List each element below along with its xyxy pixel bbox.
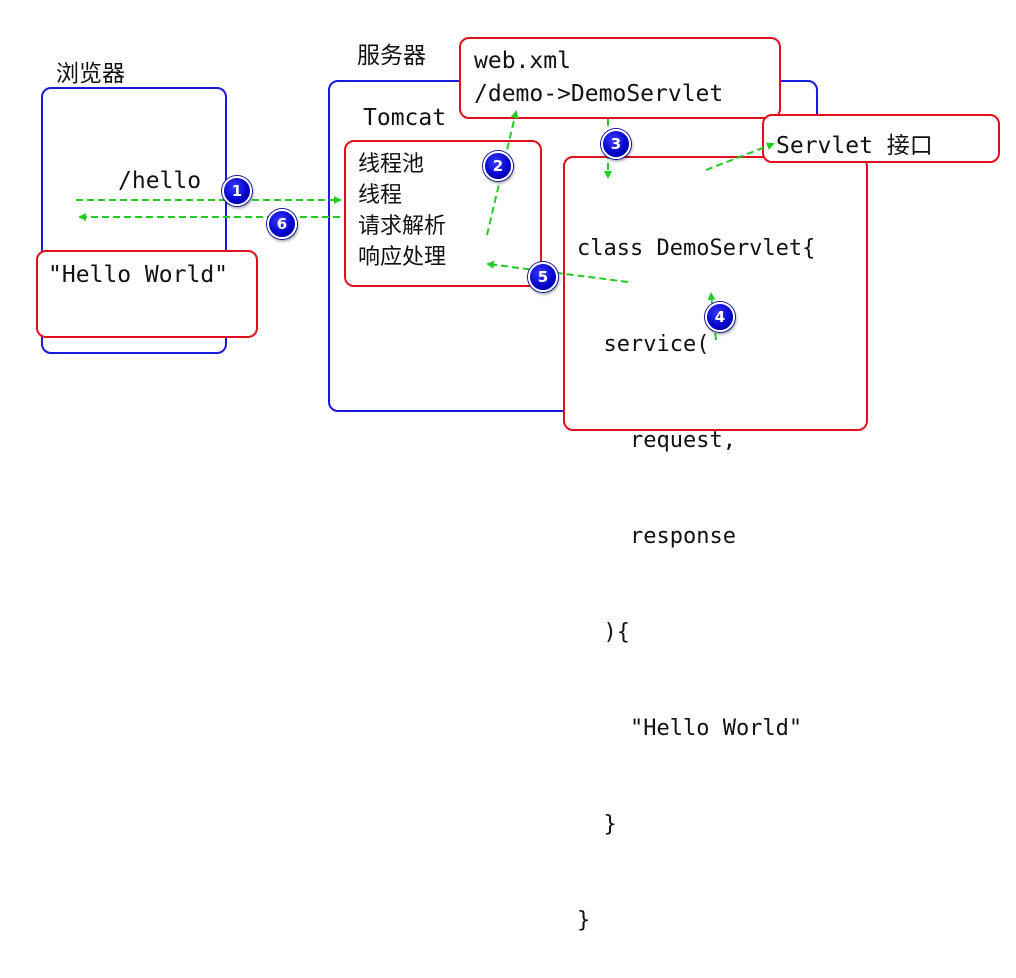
request-path-label: /hello: [118, 168, 202, 194]
arrow-return-to-tomcat: [486, 260, 629, 283]
code-line: request,: [577, 428, 736, 453]
code-line: }: [577, 908, 591, 933]
step-6-badge: 6: [267, 209, 297, 239]
tomcat-item-response-handle: 响应处理: [358, 245, 447, 270]
webxml-filename: web.xml: [474, 48, 571, 74]
step-5-badge: 5: [528, 262, 558, 292]
code-line: response: [577, 524, 736, 549]
step-1-badge: 1: [222, 176, 252, 206]
webxml-box: web.xml /demo->DemoServlet: [459, 37, 781, 119]
code-line: ){: [577, 620, 630, 645]
tomcat-item-request-parse: 请求解析: [358, 214, 447, 239]
tomcat-item-thread: 线程: [358, 183, 403, 208]
servlet-interface-box: Servlet 接口: [762, 114, 1000, 163]
arrow-lookup-webxml: [486, 110, 519, 236]
browser-response-box: "Hello World": [36, 250, 258, 338]
code-line: }: [577, 812, 617, 837]
webxml-mapping: /demo->DemoServlet: [474, 81, 724, 107]
step-4-badge: 4: [705, 302, 735, 332]
browser-title: 浏览器: [56, 61, 125, 87]
code-line: class DemoServlet{: [577, 236, 816, 261]
tomcat-label: Tomcat: [363, 105, 447, 131]
code-line: service(: [577, 332, 710, 357]
server-title: 服务器: [357, 43, 426, 69]
tomcat-item-thread-pool: 线程池: [358, 152, 425, 177]
servlet-interface-label: Servlet 接口: [776, 133, 933, 159]
browser-response-text: "Hello World": [48, 262, 229, 288]
flow-arrows: [76, 110, 775, 341]
code-line: "Hello World": [577, 716, 803, 741]
step-2-badge: 2: [483, 151, 513, 181]
tomcat-components-list: 线程池 线程 请求解析 响应处理: [358, 149, 446, 273]
step-3-badge: 3: [601, 129, 631, 159]
arrow-implements-interface: [705, 142, 775, 171]
